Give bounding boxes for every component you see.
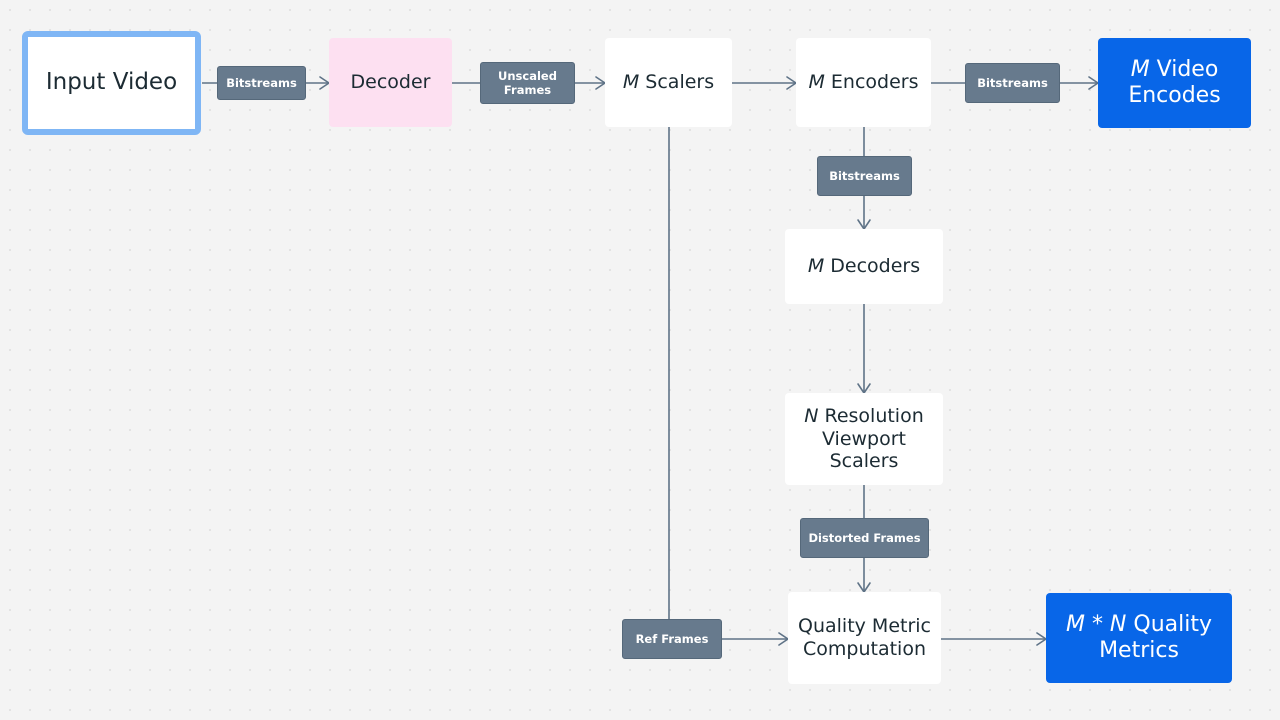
m-decoders-label: M Decoders bbox=[808, 255, 920, 278]
m-scalers-var: M bbox=[622, 71, 640, 94]
unscaled-frames-text: Unscaled Frames bbox=[498, 68, 557, 97]
mn-quality-metrics-label: M * N Quality Metrics bbox=[1054, 612, 1224, 665]
m-encoders-text: Encoders bbox=[824, 71, 919, 94]
edge-label-bitstreams-encoders-decoders: Bitstreams bbox=[817, 156, 912, 196]
node-m-encoders: M Encoders bbox=[796, 38, 931, 127]
m-scalers-label: M Scalers bbox=[623, 71, 714, 94]
mn-quality-metrics-var: M * N bbox=[1065, 611, 1127, 637]
m-decoders-text: Decoders bbox=[824, 255, 921, 278]
node-decoder: Decoder bbox=[329, 38, 452, 127]
mn-quality-metrics-text: Quality Metrics bbox=[1099, 611, 1213, 663]
node-input-video: Input Video bbox=[22, 31, 201, 135]
m-encoders-label: M Encoders bbox=[808, 71, 918, 94]
m-decoders-var: M bbox=[807, 255, 825, 278]
node-n-resolution-viewport-scalers: N Resolution Viewport Scalers bbox=[785, 393, 943, 485]
edge-label-ref-frames: Ref Frames bbox=[622, 619, 722, 659]
m-video-encodes-label: M Video Encodes bbox=[1115, 57, 1235, 110]
node-quality-metric-computation: Quality Metric Computation bbox=[788, 592, 941, 684]
node-m-video-encodes: M Video Encodes bbox=[1098, 38, 1251, 128]
m-video-encodes-text: Video Encodes bbox=[1128, 56, 1221, 108]
node-m-decoders: M Decoders bbox=[785, 229, 943, 304]
n-resolution-scalers-label: N Resolution Viewport Scalers bbox=[794, 405, 934, 473]
n-resolution-scalers-var: N bbox=[804, 404, 819, 427]
node-m-scalers: M Scalers bbox=[605, 38, 732, 127]
edge-label-distorted-frames: Distorted Frames bbox=[800, 518, 929, 558]
m-encoders-var: M bbox=[808, 71, 825, 94]
m-scalers-text: Scalers bbox=[639, 71, 715, 94]
node-mn-quality-metrics: M * N Quality Metrics bbox=[1046, 593, 1232, 683]
edge-label-unscaled-frames: Unscaled Frames bbox=[480, 62, 575, 104]
quality-metric-computation-label: Quality Metric Computation bbox=[798, 615, 931, 660]
m-video-encodes-var: M bbox=[1130, 56, 1150, 82]
edge-label-bitstreams-encoders-encodes: Bitstreams bbox=[965, 63, 1060, 103]
n-resolution-scalers-text: Resolution Viewport Scalers bbox=[818, 404, 924, 473]
edge-label-bitstreams-input-decoder: Bitstreams bbox=[217, 66, 306, 100]
